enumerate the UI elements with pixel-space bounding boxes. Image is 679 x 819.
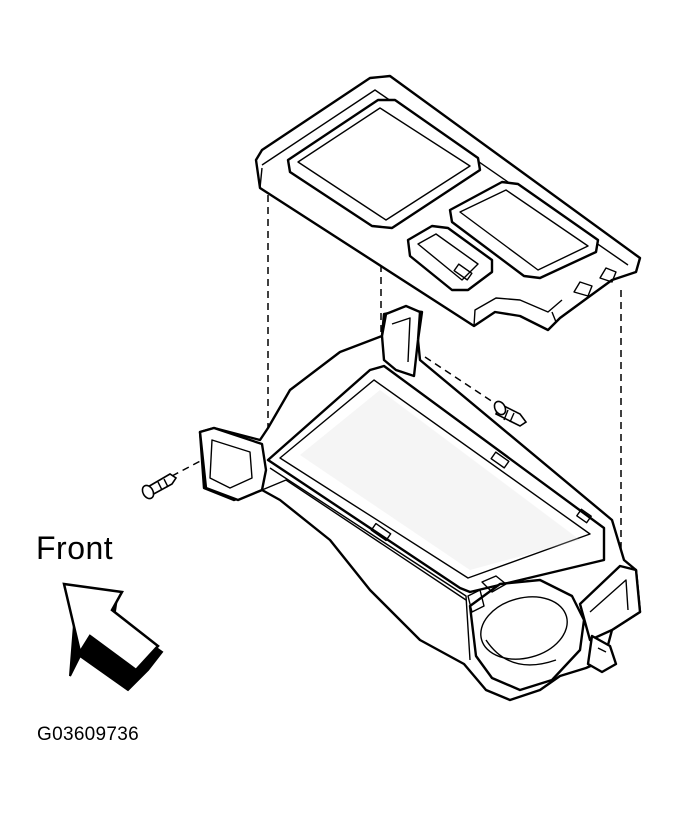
console-top-trim-panel	[254, 74, 642, 332]
figure-id-label: G03609736	[37, 724, 140, 745]
front-direction-label: Front	[36, 530, 114, 566]
right-mounting-screw	[493, 400, 528, 427]
left-mounting-screw	[141, 473, 178, 500]
console-base-tray	[198, 304, 642, 702]
front-direction-arrow-icon	[62, 582, 164, 692]
alignment-lines	[171, 195, 622, 560]
